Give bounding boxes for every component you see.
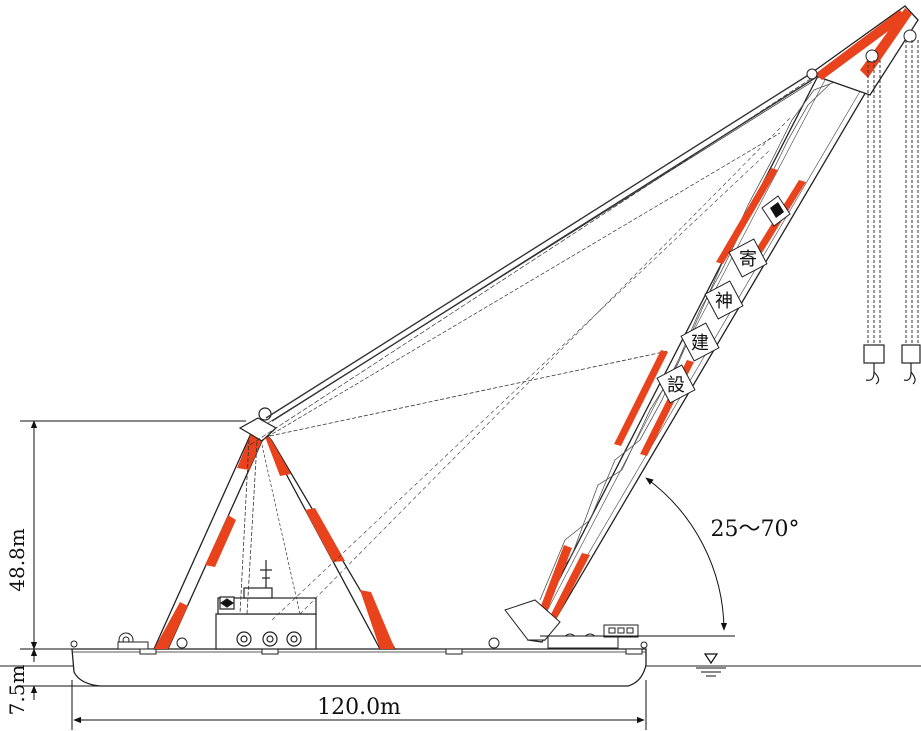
diamond-logo-icon xyxy=(770,202,784,218)
boom-letter-2: 神 xyxy=(715,291,733,312)
boom-stay-cables xyxy=(249,73,816,621)
draft-dimension xyxy=(20,648,100,700)
barge-hull xyxy=(70,624,648,687)
angle-dimension xyxy=(540,477,735,637)
height-label: 48.8m xyxy=(5,528,29,592)
boom-letter-1: 寄 xyxy=(739,249,757,270)
crane-hook-icon xyxy=(901,344,921,385)
boom-letter-3: 建 xyxy=(691,333,709,354)
water-level-triangle-icon xyxy=(696,653,726,677)
a-frame xyxy=(152,407,397,650)
boom-logo-plate xyxy=(761,195,791,227)
length-dimension xyxy=(71,680,647,730)
draft-label: 7.5m xyxy=(5,665,29,716)
crane-boom: 寄 神 建 設 xyxy=(504,5,919,643)
angle-label: 25～70° xyxy=(711,517,800,542)
height-dimension xyxy=(20,420,246,650)
boom-letter-4: 設 xyxy=(667,375,685,396)
crane-hook-icon xyxy=(863,344,885,385)
deck-fittings xyxy=(70,624,648,655)
hoist-ropes xyxy=(867,40,919,345)
boom-lettering: 寄 神 建 設 xyxy=(656,238,768,404)
deck-house xyxy=(215,560,317,650)
diamond-logo-icon xyxy=(219,596,235,610)
length-label: 120.0m xyxy=(317,695,401,720)
